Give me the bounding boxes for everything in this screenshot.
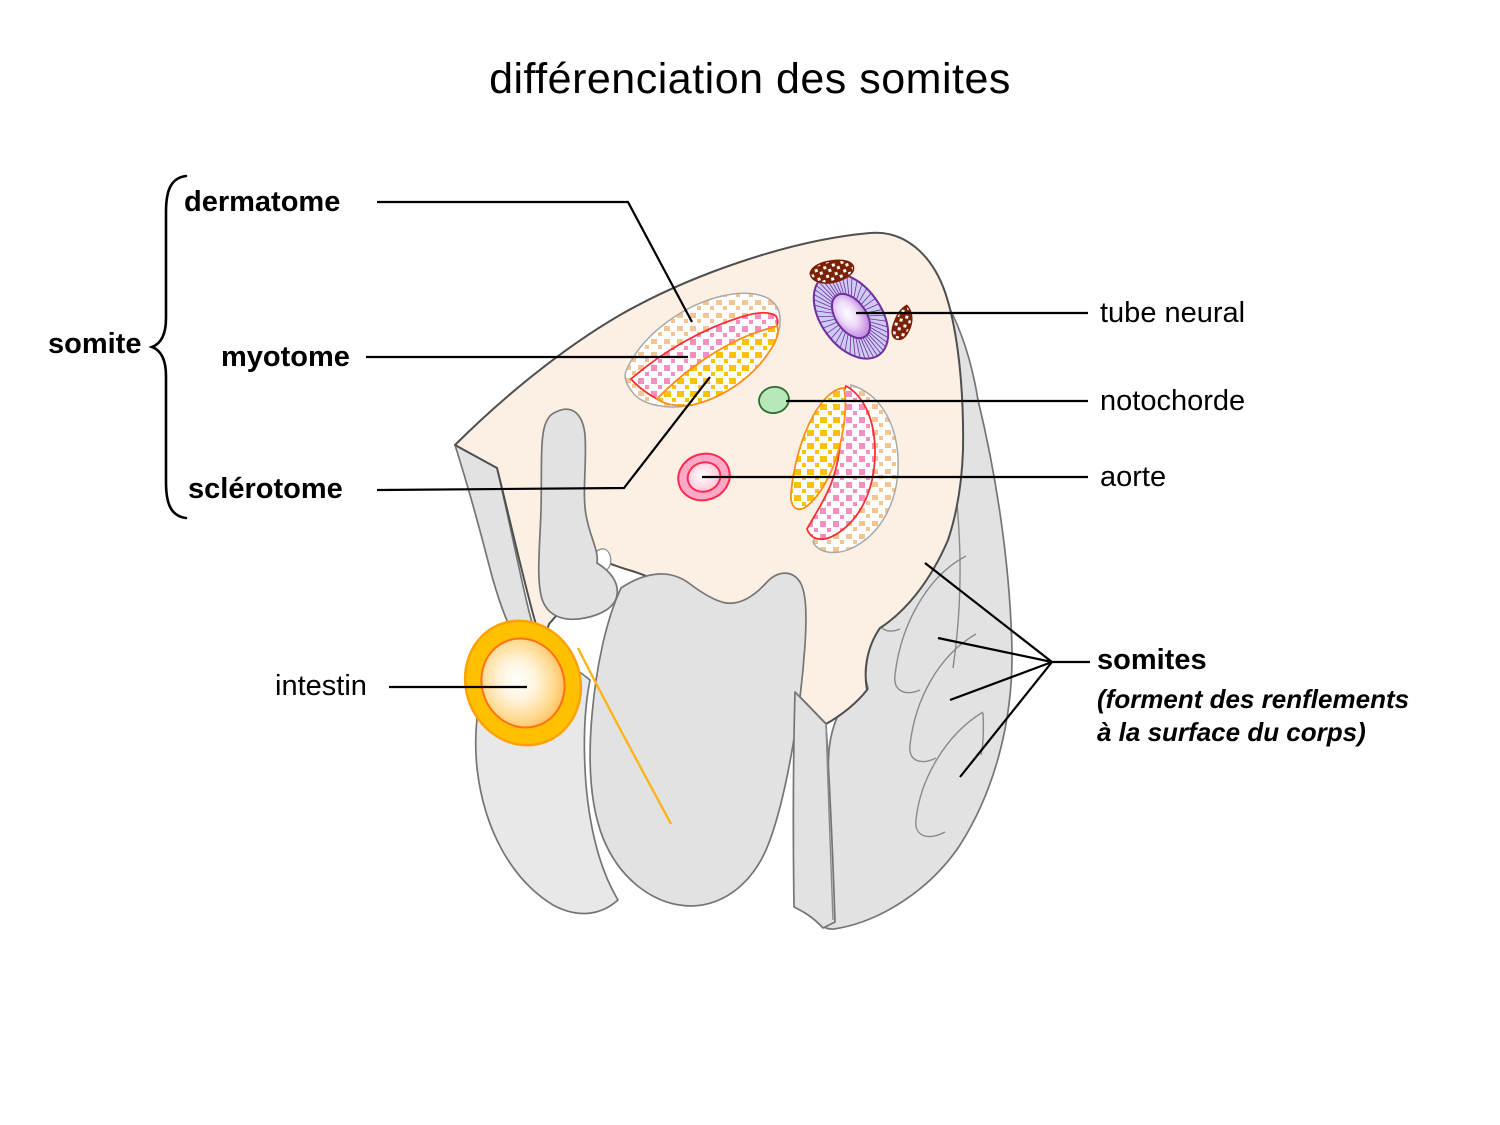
somite-bulge-arc [915,711,984,838]
neural-spoke-line [852,337,856,356]
label-notochorde: notochorde [1100,385,1246,417]
notochord [758,386,790,414]
label-somites: somites [1097,644,1207,676]
body-mass-central [589,572,807,907]
neural-spoke-line [869,332,886,347]
leader-somites-fan [924,562,1090,778]
page-title: différenciation des somites [489,55,1011,103]
neural-spoke-line [830,327,841,339]
neural-spoke-line [853,281,858,298]
neural-spoke-line [855,338,861,358]
neural-spoke-line [862,338,874,358]
label-intestin: intestin [275,670,367,702]
body-slab-right [792,691,836,929]
neural-spoke-line [858,288,867,302]
neural-spoke-line [814,289,832,302]
neural-spoke-line [861,293,872,305]
sclerotome-region-right [790,387,847,511]
label-dermatome: dermatome [184,186,341,218]
neural-spoke-line [818,281,834,298]
neural-spoke-line [846,276,850,295]
neural-spoke-line [835,330,844,344]
neural-spoke-line [856,284,863,300]
intestine [463,619,583,747]
neural-spoke-line [839,332,846,348]
somite-bulge-arc [894,555,967,694]
neural-spoke-line [844,334,849,351]
neural-spoke-line [814,304,832,311]
label-tube-neural: tube neural [1100,297,1246,329]
leader-dermatome [377,200,693,323]
label-somite: somite [48,328,142,360]
neural-spoke-line [816,285,833,300]
neural-spoke-line [870,330,888,343]
body-flank-flap [537,408,619,621]
neural-spoke-line [826,325,839,334]
somite-bulge-arc [909,633,977,763]
intestine-lumen [480,637,566,729]
neural-spoke-line [869,318,886,322]
neural-tube-lumen [830,292,872,340]
neural-spoke-line [850,278,853,296]
neural-spoke-line [870,327,888,338]
neural-spoke-line [865,303,879,310]
label-somites-note-1: (forment des renflements [1097,684,1410,714]
neural-tube [812,272,890,360]
neural-spoke-line [814,299,832,308]
neural-spoke-line [816,310,833,314]
neural-spoke-line [865,337,878,356]
neural-spoke-line [823,322,837,329]
neural-spoke-line [860,338,870,359]
neural-spoke-line [817,315,834,317]
leader-sclerotome [376,376,711,492]
label-myotome: myotome [221,341,350,373]
label-aorte: aorte [1100,461,1167,493]
label-somites-note-2: à la surface du corps) [1097,717,1366,747]
neural-spoke-line [870,324,888,333]
label-somites-block: somites (forment des renflements à la su… [1097,644,1409,749]
neural-spoke-line [866,336,881,354]
sclerotome-region [655,324,779,407]
somite-bulge-inner-line [980,712,985,756]
gut-tube-line [576,647,673,825]
neural-spoke-line [868,315,885,317]
body-slab-edge-line [825,723,834,921]
neural-spoke-line [849,336,852,354]
neural-spoke-line [814,294,832,305]
neural-spoke-line [820,318,835,323]
neural-spoke-line [868,334,884,351]
neural-tube-spokes [814,273,888,359]
label-sclerotome: sclérotome [188,473,343,505]
somite-brace-icon [148,174,188,520]
ganglion-blob-top [809,259,855,284]
neural-spoke-line [863,298,876,307]
neural-spoke-line [870,321,888,328]
neural-spoke-line [858,338,866,359]
